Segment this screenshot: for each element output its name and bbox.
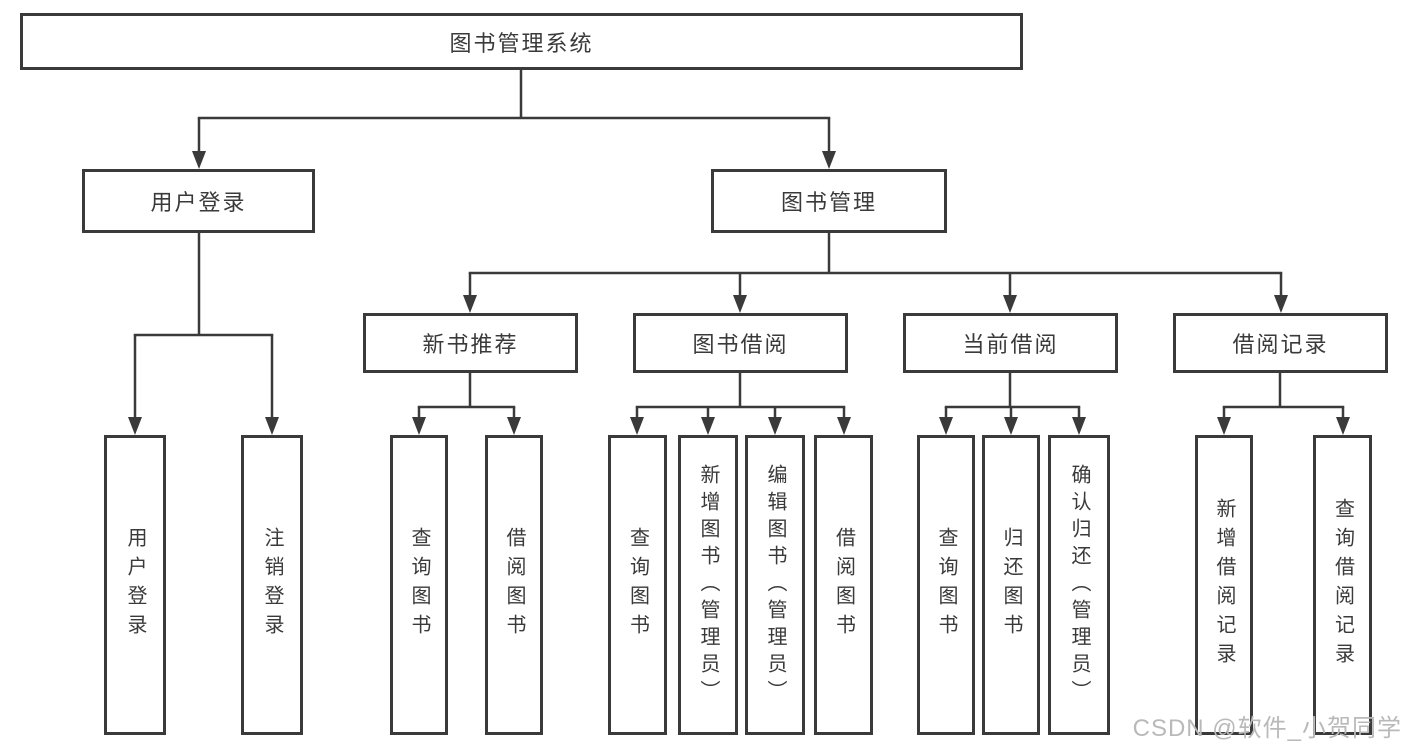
node-book-borrow-label: 图书借阅 (692, 332, 789, 357)
node-user-login-branch: 用户登录 (82, 169, 315, 233)
csdn-watermark: CSDN @软件_小贺同学 (1132, 715, 1402, 742)
leaf-logout: 注销登录 (241, 435, 303, 735)
node-book-borrow: 图书借阅 (633, 313, 848, 373)
connector-book-mgmt-fan (463, 233, 1288, 313)
node-new-book-recommend: 新书推荐 (363, 313, 578, 373)
leaf-add-borrow-record: 新增借阅记录 (1195, 435, 1253, 735)
node-borrow-records-label: 借阅记录 (1232, 332, 1329, 357)
leaf-add-borrow-record-label: 新增借阅记录 (1213, 498, 1235, 672)
leaf-logout-label: 注销登录 (261, 527, 283, 643)
leaf-borrow-book-2-label: 借阅图书 (832, 527, 855, 643)
leaf-user-login-label: 用户登录 (124, 527, 146, 643)
node-borrow-records: 借阅记录 (1173, 313, 1388, 373)
leaf-return-book: 归还图书 (982, 435, 1040, 735)
leaf-return-book-label: 归还图书 (1000, 527, 1022, 643)
connector-newbook-fan (412, 373, 521, 435)
leaf-add-book-admin: 新增图书（管理员） (678, 435, 738, 735)
node-current-borrow: 当前借阅 (903, 313, 1118, 373)
leaf-edit-book-admin: 编辑图书（管理员） (745, 435, 805, 735)
leaf-confirm-return-admin-label: 确认归还（管理员） (1068, 463, 1090, 707)
leaf-query-borrow-record-label: 查询借阅记录 (1331, 498, 1354, 672)
leaf-borrow-book-1: 借阅图书 (485, 435, 543, 735)
leaf-query-book-1: 查询图书 (390, 435, 448, 735)
leaf-query-book-3: 查询图书 (917, 435, 975, 735)
node-root-label: 图书管理系统 (449, 30, 594, 56)
leaf-query-book-2: 查询图书 (608, 435, 667, 735)
node-current-borrow-label: 当前借阅 (962, 332, 1059, 357)
leaf-user-login: 用户登录 (104, 435, 166, 735)
leaf-borrow-book-1-label: 借阅图书 (503, 527, 525, 643)
node-book-mgmt-branch-label: 图书管理 (780, 190, 877, 215)
leaf-query-book-2-label: 查询图书 (626, 527, 649, 643)
leaf-edit-book-admin-label: 编辑图书（管理员） (764, 463, 786, 707)
node-new-book-recommend-label: 新书推荐 (422, 332, 519, 357)
leaf-borrow-book-2: 借阅图书 (814, 435, 873, 735)
connector-records-fan (1217, 373, 1350, 435)
node-root: 图书管理系统 (20, 13, 1023, 70)
connector-current-fan (939, 373, 1086, 435)
connector-borrow-fan (630, 373, 851, 435)
leaf-confirm-return-admin: 确认归还（管理员） (1048, 435, 1110, 735)
leaf-add-book-admin-label: 新增图书（管理员） (697, 463, 719, 707)
node-book-mgmt-branch: 图书管理 (711, 169, 947, 233)
leaf-query-book-3-label: 查询图书 (935, 527, 957, 643)
leaf-query-borrow-record: 查询借阅记录 (1313, 435, 1372, 735)
leaf-query-book-1-label: 查询图书 (408, 527, 430, 643)
connector-root-to-level2 (192, 69, 836, 169)
node-user-login-branch-label: 用户登录 (150, 190, 247, 215)
connector-user-login-fan (128, 233, 279, 435)
